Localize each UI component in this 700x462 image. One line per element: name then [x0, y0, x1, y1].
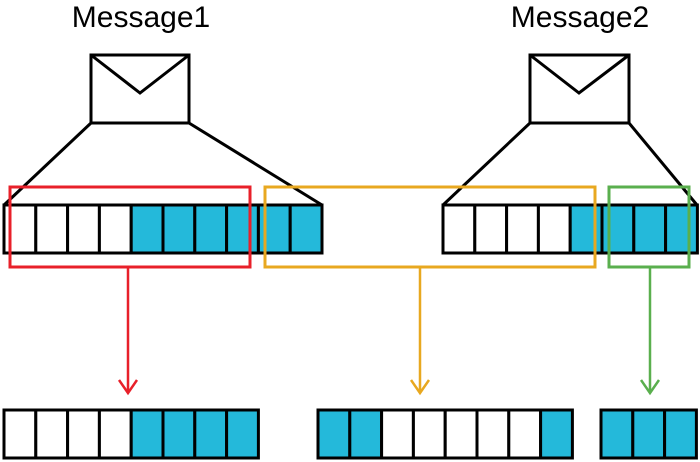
filled-cell [663, 408, 698, 460]
empty-cell [441, 203, 477, 255]
empty-cell [97, 408, 133, 460]
empty-cell [34, 408, 70, 460]
empty-cell [505, 203, 540, 255]
filled-cell [631, 408, 667, 460]
window-red [8, 185, 252, 269]
empty-cell [411, 408, 447, 460]
envelope-icon [89, 53, 191, 125]
arrow-orange [409, 267, 431, 396]
empty-cell [66, 408, 101, 460]
output2-cell-bar [316, 408, 574, 460]
empty-cell [2, 408, 38, 460]
message1-cell-bar [2, 203, 324, 255]
filled-cell [599, 408, 635, 460]
message2-title: Message2 [511, 1, 649, 34]
filled-cell [348, 408, 384, 460]
window-orange [263, 185, 597, 269]
empty-cell [34, 203, 70, 255]
output3-cell-bar [599, 408, 698, 460]
filled-cell [225, 408, 260, 460]
filled-cell [193, 203, 229, 255]
arrow-green [639, 267, 661, 396]
empty-cell [536, 203, 572, 255]
filled-cell [316, 408, 352, 460]
empty-cell [475, 408, 511, 460]
filled-cell [288, 203, 324, 255]
empty-cell [507, 408, 543, 460]
empty-cell [380, 408, 415, 460]
filled-cell [193, 408, 229, 460]
filled-cell [256, 203, 292, 255]
empty-cell [473, 203, 509, 255]
filled-cell [225, 203, 260, 255]
empty-cell [97, 203, 133, 255]
filled-cell [161, 408, 197, 460]
message1-funnel [2, 121, 323, 207]
filled-cell [632, 203, 668, 255]
message2-cell-bar [441, 203, 699, 255]
message2-funnel [441, 121, 699, 207]
filled-cell [161, 203, 197, 255]
filled-cell [600, 203, 636, 255]
message1-title: Message1 [72, 1, 210, 34]
empty-cell [443, 408, 479, 460]
filled-cell [568, 203, 604, 255]
filled-cell [129, 408, 165, 460]
envelope-icon [528, 53, 631, 125]
output1-cell-bar [2, 408, 260, 460]
empty-cell [66, 203, 101, 255]
filled-cell [539, 408, 574, 460]
filled-cell [664, 203, 699, 255]
arrow-red [117, 267, 139, 396]
filled-cell [129, 203, 165, 255]
